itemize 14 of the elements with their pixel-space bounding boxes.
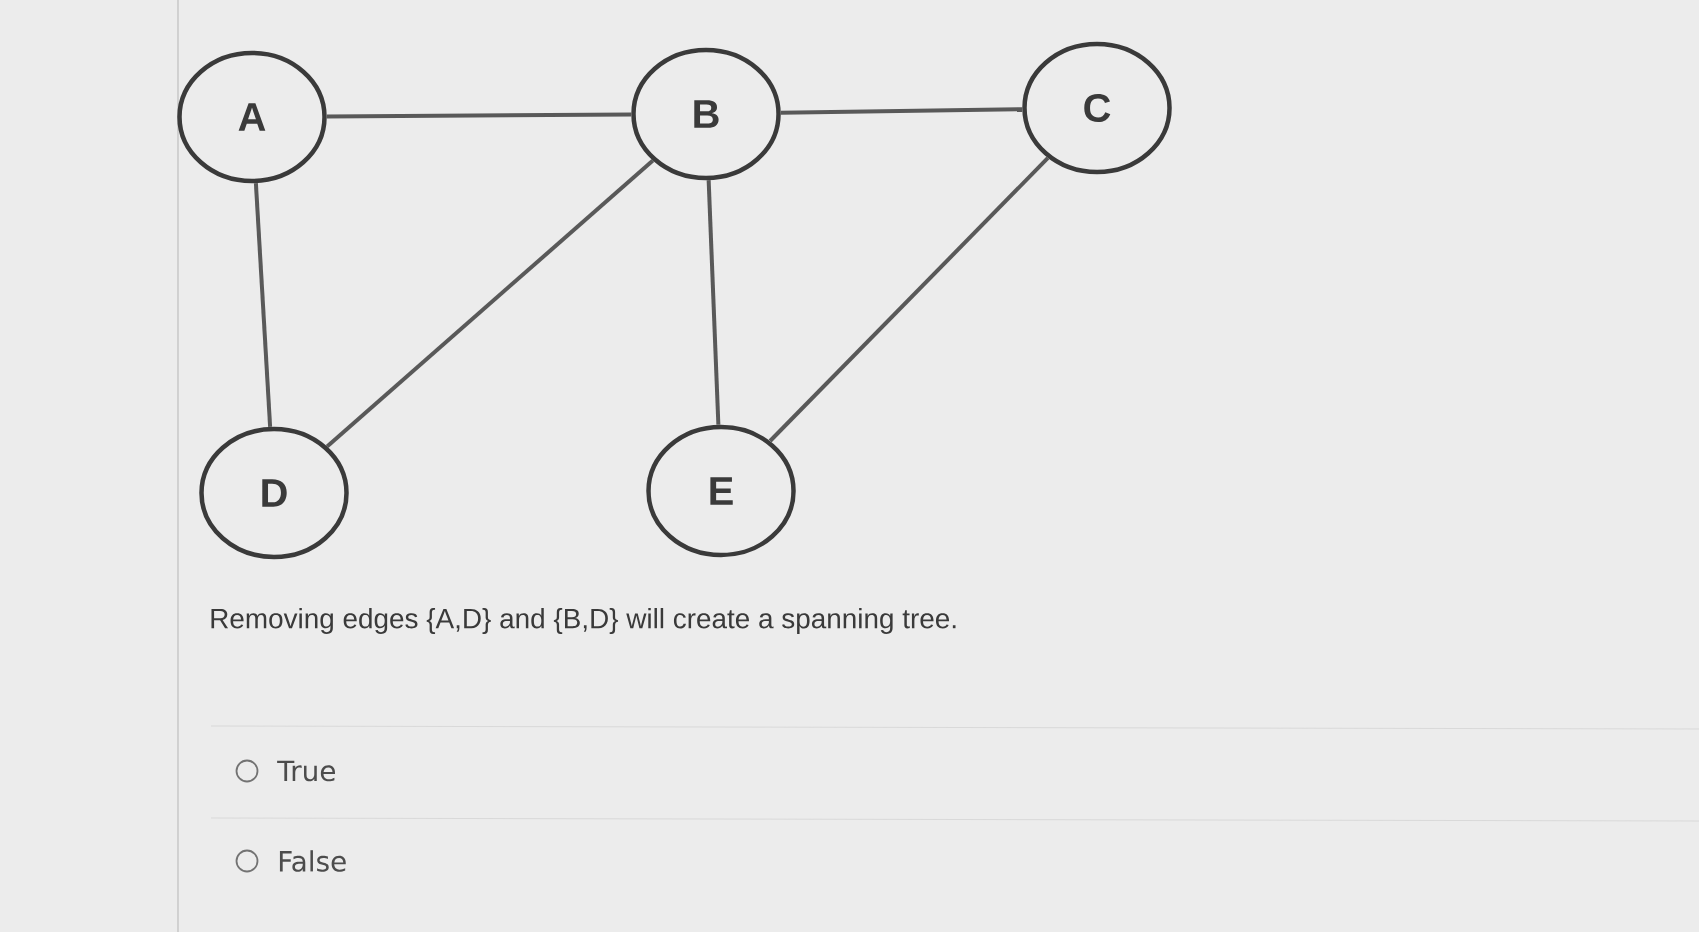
graph-edge bbox=[780, 107, 1023, 115]
graph-edge bbox=[768, 156, 1050, 443]
option-label: False bbox=[279, 850, 346, 872]
graph-edge bbox=[325, 159, 655, 448]
graph-vertex: A bbox=[177, 50, 327, 184]
graph-edge bbox=[253, 183, 273, 427]
graph-edge bbox=[326, 112, 632, 119]
graph-vertex: B bbox=[631, 47, 781, 181]
graph-vertex: C bbox=[1022, 41, 1172, 175]
option-label: True bbox=[277, 760, 335, 782]
graph-vertex: D bbox=[199, 426, 349, 560]
question-text: Removing edges {A,D} and {B,D} will create a spanning tree. bbox=[211, 608, 956, 634]
graph-vertex: E bbox=[646, 424, 796, 558]
graph-edge bbox=[706, 180, 721, 425]
